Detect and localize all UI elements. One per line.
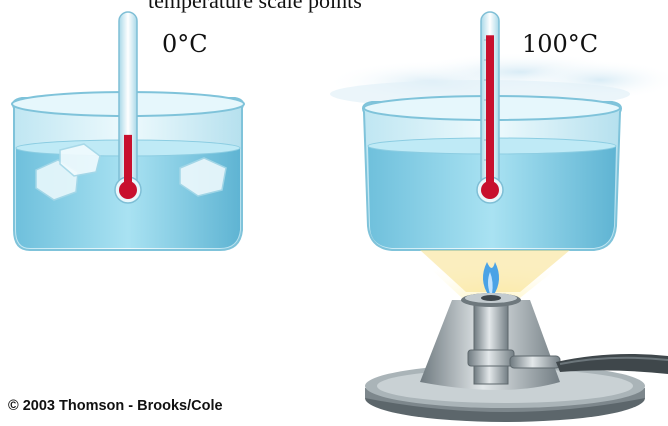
top-caption: temperature scale points (148, 0, 362, 13)
temperature-label-right: 100°C (522, 30, 599, 58)
bunsen-burner (365, 293, 668, 422)
left-beaker (11, 11, 245, 251)
ice-cube-icon (35, 143, 101, 201)
ice-cube-icon (179, 157, 227, 197)
mercury-column (124, 134, 132, 188)
thermometer-icon (114, 11, 142, 204)
thermometer-icon (476, 11, 504, 204)
right-beaker (362, 11, 622, 251)
flame-icon (410, 250, 580, 298)
temperature-label-left: 0°C (162, 30, 208, 58)
mercury-column (486, 35, 494, 188)
copyright-credit: © 2003 Thomson - Brooks/Cole (8, 398, 223, 414)
